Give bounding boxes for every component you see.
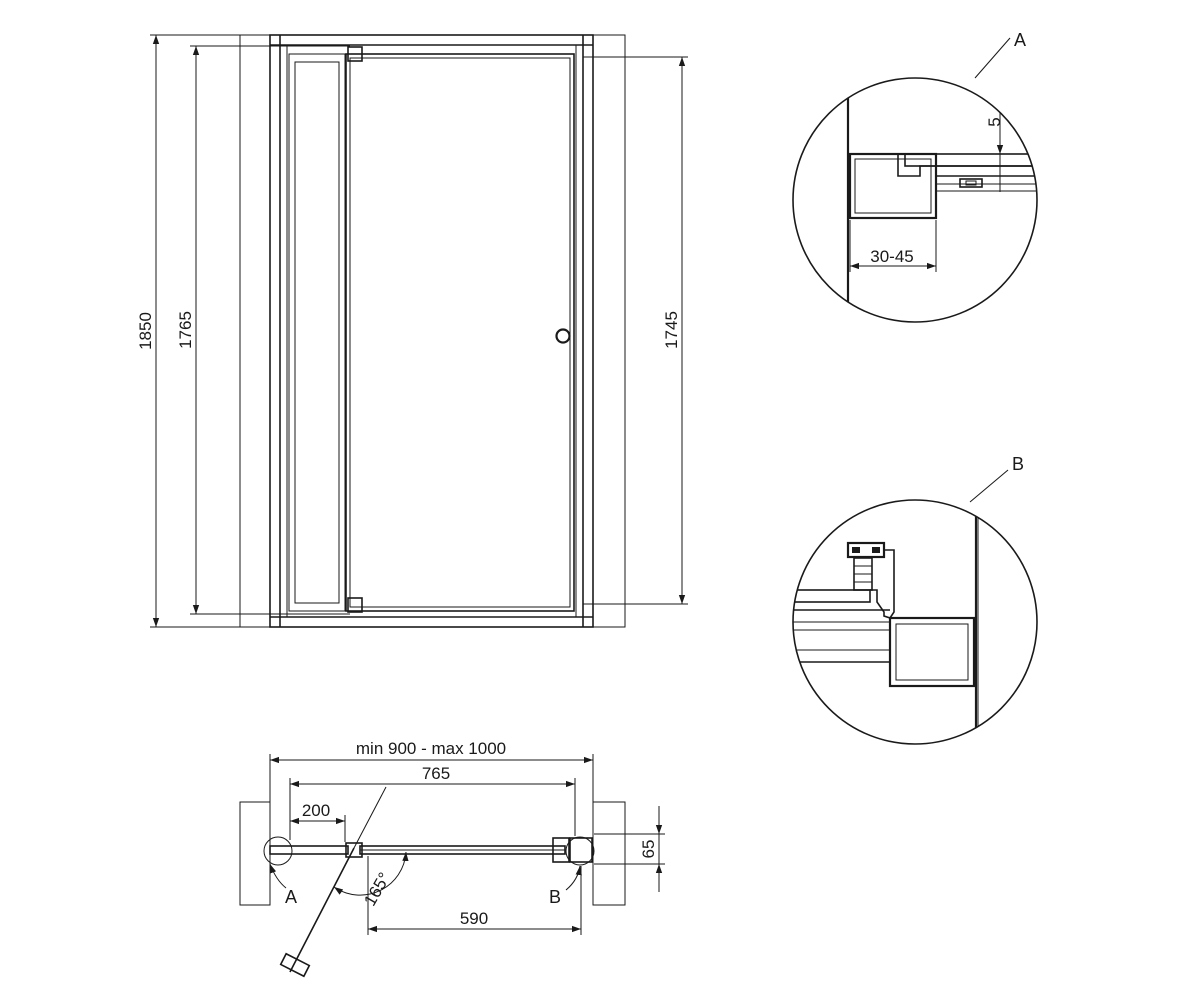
dim-door-height: 1765 bbox=[176, 45, 350, 615]
detail-b-label: B bbox=[1012, 454, 1024, 474]
detail-a-wall-profile bbox=[848, 152, 938, 220]
front-view: 1850 1765 1745 bbox=[136, 34, 688, 628]
plan-angle-arc bbox=[333, 851, 409, 896]
detail-b: B bbox=[792, 454, 1038, 745]
detail-a-wall bbox=[793, 79, 849, 322]
plan-callout-b: B bbox=[549, 887, 561, 907]
detail-a-label: A bbox=[1014, 30, 1026, 50]
plan-handle bbox=[279, 952, 311, 978]
dim-1850-label: 1850 bbox=[136, 312, 155, 350]
door-handle bbox=[555, 328, 571, 344]
plan-door-open bbox=[289, 847, 355, 973]
detail-b-circle bbox=[792, 499, 1038, 745]
detail-a-dim-adjust: 30-45 bbox=[870, 247, 913, 266]
bottom-hinge bbox=[347, 597, 363, 613]
plan-callout-b-circle bbox=[565, 836, 595, 866]
outer-frame bbox=[269, 34, 594, 628]
detail-b-glass bbox=[793, 589, 871, 603]
detail-a-circle bbox=[792, 77, 1038, 323]
plan-dim-765: 765 bbox=[422, 764, 450, 783]
plan-dim-65: 65 bbox=[639, 840, 658, 859]
plan-dim-width-range: min 900 - max 1000 bbox=[356, 739, 506, 758]
fixed-panel bbox=[288, 53, 346, 612]
dim-1745-label: 1745 bbox=[662, 311, 681, 349]
right-wall bbox=[592, 34, 626, 628]
plan-callout-a: A bbox=[285, 887, 297, 907]
detail-a-glass bbox=[904, 153, 1037, 167]
dim-total-height: 1850 bbox=[136, 34, 240, 628]
plan-fixed-panel bbox=[269, 845, 349, 855]
detail-b-wall bbox=[977, 500, 1037, 744]
dim-1765-label: 1765 bbox=[176, 311, 195, 349]
plan-dim-200: 200 bbox=[302, 801, 330, 820]
plan-right-wall bbox=[592, 801, 626, 906]
detail-a: 30-45 5 A bbox=[792, 30, 1038, 323]
plan-dim-590: 590 bbox=[460, 909, 488, 928]
plan-view: min 900 - max 1000 765 200 590 65 165° A… bbox=[239, 739, 665, 978]
door-panel bbox=[345, 53, 575, 612]
plan-callout-a-circle bbox=[263, 836, 293, 866]
top-hinge bbox=[347, 46, 363, 62]
detail-b-wall-profile bbox=[888, 616, 976, 688]
plan-dim-angle: 165° bbox=[360, 869, 394, 909]
plan-left-wall bbox=[239, 801, 271, 906]
left-wall bbox=[239, 34, 271, 628]
detail-a-dim-gap: 5 bbox=[985, 117, 1004, 126]
dim-panel-height: 1745 bbox=[583, 56, 688, 605]
